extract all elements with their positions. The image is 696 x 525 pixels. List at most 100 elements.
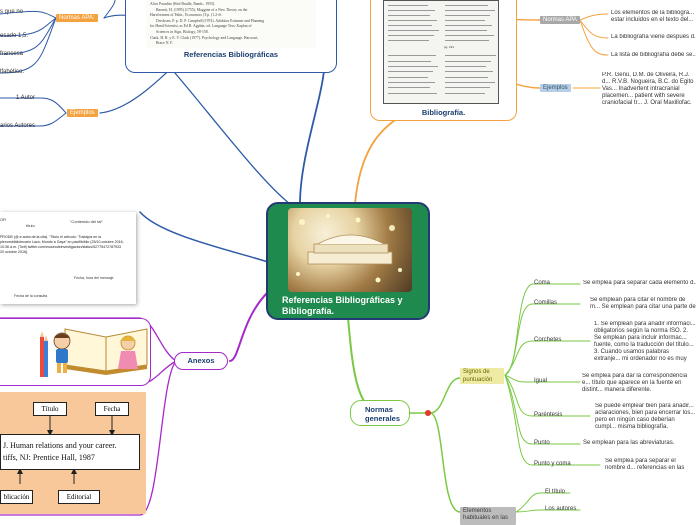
scan-text-line [445, 30, 487, 31]
bibliografia-page-label: pg. 191 [444, 45, 455, 49]
right-text-1: Los elementos de la bibliogra... estar i… [611, 10, 695, 23]
item-igual-desc: Se emplea para dar la correspondencia e.… [582, 373, 688, 393]
scan-text-line [388, 25, 432, 26]
normas-generales-node[interactable]: Normas generales [350, 400, 410, 426]
item-parentesis-desc: Se puede emplear bien para añadir... acl… [595, 403, 696, 430]
scan-text-line [388, 81, 435, 83]
sub-item-autores[interactable]: Los autores [545, 506, 577, 512]
frag-text-2: esado 1,5. [0, 33, 29, 39]
frag-text-3: francesa [0, 51, 24, 57]
scan-text-line [445, 87, 490, 89]
various-authors-label: arios Autores [0, 123, 36, 129]
collapse-dot-icon[interactable] [425, 410, 431, 416]
kids-book-illustration [40, 328, 148, 377]
citation-col-c: “Contenido del tal” [70, 219, 103, 224]
scan-text-line [388, 30, 439, 31]
normas-apa-tag[interactable]: Normas APA: [56, 14, 98, 22]
center-books-illustration [296, 214, 402, 283]
scan-text-line [388, 76, 428, 78]
referencias-doc-line: Barnett, H. (1995) (1755), Maggine of a … [156, 7, 248, 12]
item-punto-y-coma-desc: Se emplea para separar el nombre d... re… [605, 458, 685, 471]
normas-apa-tag-right[interactable]: Normas APA [540, 16, 580, 24]
referencias-doc-line: Sciences in Sign, Biology, 58-158. [156, 30, 209, 34]
central-topic-title: Referencias Bibliográficas y Bibliografí… [282, 295, 403, 316]
referencias-doc-line: for Hand Scientist, as Ed B. Agpbin. od.… [150, 24, 252, 29]
referencias-doc-image: Alice Paradise (Red Bradle, Bamb., 1955)… [146, 0, 316, 48]
referencias-doc-line: Hareforment of Paltn., Economics (T.p. (… [150, 13, 222, 18]
citation-note-date: Fecha, hora del mensaje [74, 276, 114, 280]
scan-text-line [445, 92, 485, 94]
signos-puntuacion-tag[interactable]: Signos de puntuación [460, 368, 504, 384]
referencias-doc-line: Alice Paradise (Red Bradle, Bamb., 1955)… [150, 2, 216, 6]
item-punto-label[interactable]: Punto [534, 440, 550, 446]
diagram-editorial: Editorial [58, 490, 100, 504]
sub-item-titulo[interactable]: El título [545, 489, 566, 495]
scan-text-line [445, 81, 495, 83]
frag-text-4: lfabético. [0, 69, 25, 75]
diagram-publicacion: blicación [0, 490, 33, 504]
scan-text-line [445, 40, 489, 41]
item-comillas-label[interactable]: Comillas [534, 300, 558, 306]
anexos-image-card[interactable] [0, 318, 151, 386]
item-coma-label[interactable]: Coma [534, 280, 551, 286]
citation-col-b: título [26, 223, 35, 228]
scan-text-line [388, 92, 437, 94]
scan-text-line [388, 71, 433, 73]
citation-note-consult: Fecha de la consulta [14, 294, 48, 298]
referencias-doc-line: Clark, H. R. y E. V. Clark (1977). Psych… [150, 35, 259, 40]
scan-text-line [445, 76, 488, 78]
bibliografia-doc-title: Bibliografía. [421, 108, 466, 117]
citation-col-a: OR [0, 217, 6, 222]
referencias-doc-card[interactable]: Alice Paradise (Red Bradle, Bamb., 1955)… [125, 0, 337, 73]
ejemplos-tag-left[interactable]: Ejemplos [67, 109, 98, 117]
item-parentesis-label[interactable]: Paréntesis [534, 412, 563, 418]
scan-text-line [445, 55, 496, 57]
scan-text-line [388, 5, 428, 6]
central-topic-node[interactable]: Referencias Bibliográficas y Bibliografí… [266, 202, 430, 320]
scan-text-line [445, 20, 485, 21]
item-comillas-desc: Se emplean para citar el nombre de m... … [590, 297, 696, 310]
anexos-node[interactable]: Anexos [174, 352, 228, 370]
scan-text-line [445, 60, 491, 62]
item-punto-desc: Se emplean para las abreviaturas. [583, 440, 675, 446]
scan-text-line [445, 25, 492, 26]
bibliografia-doc-card[interactable]: pg. 191 Bibliografía. [370, 0, 517, 121]
scan-text-line [388, 35, 434, 36]
bibliografia-doc-image: pg. 191 [383, 0, 499, 104]
diagram-reference-box: J. Human relations and your career. tiff… [0, 434, 140, 470]
one-author-label: 1 Autor [16, 95, 36, 101]
scan-text-line [388, 55, 436, 57]
scan-text-line [388, 10, 435, 11]
scan-text-line [388, 40, 429, 41]
scan-text-line [445, 71, 493, 73]
scan-text-line [388, 60, 431, 62]
scan-text-line [445, 5, 488, 6]
scan-text-line [388, 87, 430, 89]
referencias-doc-title: Referencias Bibliográficas [183, 50, 279, 59]
diagram-fecha: Fecha [95, 402, 129, 416]
center-books-lights-image [288, 208, 412, 292]
referencias-doc-line: Brace N.Y. [156, 41, 173, 46]
diagram-arrows [17, 416, 115, 484]
scan-text-line [445, 15, 490, 16]
referencias-doc-line: Drechsen, P. p. D. P. Campbell (1974). A… [156, 18, 265, 23]
scan-text-line [445, 66, 486, 67]
right-text-2: La bibliografía viene después d... [611, 34, 696, 40]
right-example-text: P.R. Genú, D.M. de Oliveira, R.J. d... R… [602, 72, 694, 106]
item-corchetes-desc: 1. Se emplean para añadir informaci... o… [594, 321, 696, 362]
scan-text-line [445, 35, 494, 36]
anexos-diagram-card[interactable]: Título Fecha J. Human relations and your… [0, 392, 146, 514]
item-corchetes-label[interactable]: Corchetes [534, 337, 562, 343]
scan-text-line [388, 15, 430, 16]
citation-body: PRODB (@.e.autor.de.la.cita). “Titulo el… [0, 235, 124, 254]
scan-text-line [388, 66, 438, 67]
citation-example-card[interactable]: OR título “Contenido del tal” PRODB (@.e… [0, 212, 136, 304]
item-punto-y-coma-label[interactable]: Punto y coma [534, 461, 571, 467]
diagram-titulo: Título [33, 402, 67, 416]
elementos-habituales-tag[interactable]: Elementos habituales en las [460, 507, 516, 525]
ejemplos-tag-right[interactable]: Ejemplos [540, 84, 571, 92]
diagram-ref-line-2: tiffs, NJ: Prentice Hall, 1987 [3, 453, 95, 462]
item-coma-desc: Se emplea para separar cada elemento d..… [583, 280, 696, 286]
diagram-ref-line-1: J. Human relations and your career. [3, 441, 117, 450]
item-igual-label[interactable]: Igual [534, 378, 548, 384]
